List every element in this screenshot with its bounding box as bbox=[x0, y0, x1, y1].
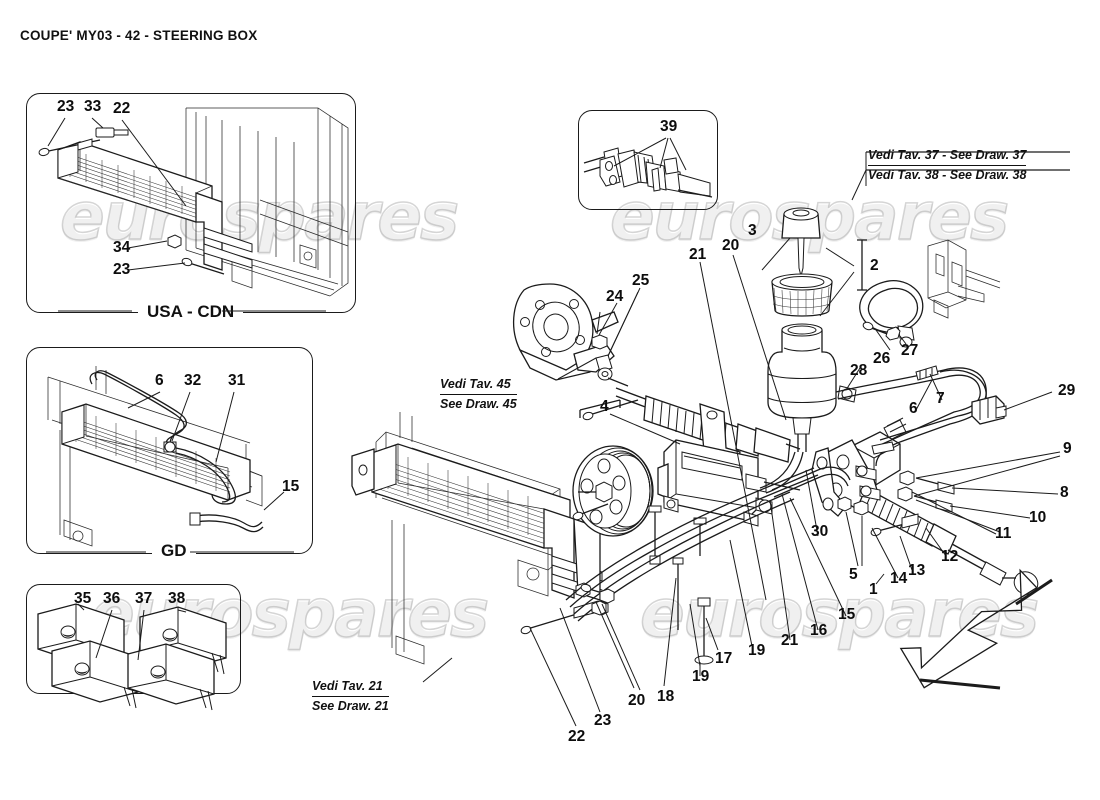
callout-23: 23 bbox=[594, 712, 612, 729]
callout-30: 30 bbox=[811, 523, 829, 540]
callout-7: 7 bbox=[936, 390, 945, 407]
direction-arrow bbox=[899, 568, 1053, 690]
callout-25: 25 bbox=[632, 272, 650, 289]
callout-31: 31 bbox=[228, 372, 246, 389]
callout-15: 15 bbox=[838, 606, 856, 623]
callout-6: 6 bbox=[909, 400, 918, 417]
page-title: COUPE' MY03 - 42 - STEERING BOX bbox=[20, 28, 258, 43]
inset-caption-gd: GD bbox=[152, 541, 196, 561]
reference-note-line: Vedi Tav. 21 bbox=[312, 678, 389, 697]
callout-17: 17 bbox=[715, 650, 733, 667]
callout-8: 8 bbox=[1060, 484, 1069, 501]
reference-note-line: Vedi Tav. 45 bbox=[440, 376, 517, 395]
reservoir-drawing bbox=[767, 207, 1001, 452]
callout-18: 18 bbox=[657, 688, 675, 705]
callout-36: 36 bbox=[103, 590, 121, 607]
reference-note-21: Vedi Tav. 21 See Draw. 21 bbox=[312, 678, 389, 715]
callout-4: 4 bbox=[600, 398, 609, 415]
callout-35: 35 bbox=[74, 590, 92, 607]
usa-cdn-cooler-drawing bbox=[38, 107, 349, 312]
gd-cooler-drawing bbox=[46, 366, 294, 553]
reference-note-line: Vedi Tav. 38 - See Draw. 38 bbox=[868, 167, 1027, 182]
callout-33: 33 bbox=[84, 98, 102, 115]
main-leader-lines bbox=[422, 151, 1070, 727]
power-steering-pump-drawing bbox=[572, 399, 801, 565]
steering-gearbox-drawing bbox=[811, 417, 1039, 595]
callout-5: 5 bbox=[849, 566, 858, 583]
callout-11: 11 bbox=[995, 525, 1012, 542]
callout-3: 3 bbox=[748, 222, 757, 239]
callout-12: 12 bbox=[941, 548, 959, 565]
callout-9: 9 bbox=[1063, 440, 1072, 457]
callout-24: 24 bbox=[606, 288, 624, 305]
callout-23: 23 bbox=[113, 261, 131, 278]
callout-26: 26 bbox=[873, 350, 891, 367]
callout-38: 38 bbox=[168, 590, 186, 607]
callout-32: 32 bbox=[184, 372, 202, 389]
callout-22: 22 bbox=[568, 728, 586, 745]
reference-note-45: Vedi Tav. 45 See Draw. 45 bbox=[440, 376, 517, 413]
callout-22: 22 bbox=[113, 100, 131, 117]
callout-14: 14 bbox=[890, 570, 908, 587]
callout-19: 19 bbox=[692, 668, 710, 685]
callout-20: 20 bbox=[722, 237, 740, 254]
callout-16: 16 bbox=[810, 622, 828, 639]
callout-15: 15 bbox=[282, 478, 300, 495]
callout-20: 20 bbox=[628, 692, 646, 709]
callout-19: 19 bbox=[748, 642, 766, 659]
callout-2: 2 bbox=[870, 257, 879, 274]
callout-28: 28 bbox=[850, 362, 868, 379]
inset-steering-joint bbox=[578, 110, 718, 210]
callout-37: 37 bbox=[135, 590, 153, 607]
callout-21: 21 bbox=[781, 632, 799, 649]
callout-23: 23 bbox=[57, 98, 75, 115]
callout-10: 10 bbox=[1029, 509, 1047, 526]
clips-drawing bbox=[37, 603, 227, 711]
reference-note-line: See Draw. 21 bbox=[312, 698, 389, 713]
lower-fasteners-drawing bbox=[580, 557, 714, 665]
callout-29: 29 bbox=[1058, 382, 1076, 399]
callout-39: 39 bbox=[660, 118, 678, 135]
callout-21: 21 bbox=[689, 246, 707, 263]
inset-caption-usa-cdn: USA - CDN bbox=[138, 302, 244, 322]
steering-joint-drawing bbox=[583, 137, 713, 198]
callout-13: 13 bbox=[908, 562, 926, 579]
callout-27: 27 bbox=[901, 342, 919, 359]
callout-6: 6 bbox=[155, 372, 164, 389]
callout-34: 34 bbox=[113, 239, 131, 256]
reference-note-line: See Draw. 45 bbox=[440, 396, 517, 411]
callout-1: 1 bbox=[869, 581, 878, 598]
